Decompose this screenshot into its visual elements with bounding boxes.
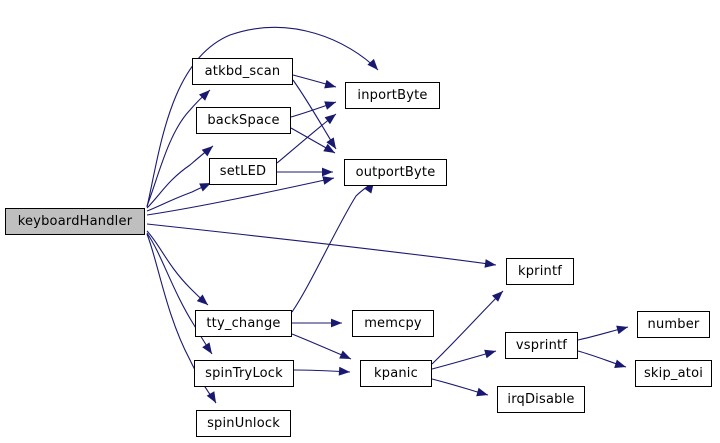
graph-node-label: backSpace xyxy=(207,112,280,128)
edge-vsprintf-to-number xyxy=(577,325,629,341)
arrowhead-icon xyxy=(196,294,208,305)
edge-keyboardHandler-to-backSpace xyxy=(146,145,214,209)
edge-setLED-to-outportByte xyxy=(277,167,333,177)
arrowhead-icon xyxy=(199,90,210,101)
graph-node-spinUnlock[interactable]: spinUnlock xyxy=(196,410,291,437)
edge-atkbd_scan-to-outportByte xyxy=(292,79,337,150)
graph-node-inportByte[interactable]: inportByte xyxy=(345,82,440,109)
graph-node-backSpace[interactable]: backSpace xyxy=(196,107,291,134)
edge-keyboardHandler-to-spinTryLock xyxy=(146,232,213,355)
arrowhead-icon xyxy=(324,101,336,110)
arrowhead-icon xyxy=(484,259,496,268)
graph-node-label: spinTryLock xyxy=(205,365,283,381)
graph-node-label: number xyxy=(647,316,700,332)
edge-spinTryLock-to-kpanic xyxy=(293,366,351,376)
edge-keyboardHandler-to-kprintf xyxy=(146,223,497,268)
graph-node-vsprintf[interactable]: vsprintf xyxy=(505,332,578,359)
edge-keyboardHandler-to-outportByte xyxy=(146,176,335,216)
graph-node-memcpy[interactable]: memcpy xyxy=(352,310,434,337)
graph-node-outportByte[interactable]: outportByte xyxy=(344,159,447,186)
graph-node-spinTryLock[interactable]: spinTryLock xyxy=(194,360,294,387)
graph-node-number[interactable]: number xyxy=(637,311,710,338)
edge-keyboardHandler-to-atkbd_scan xyxy=(146,89,211,207)
graph-node-label: kpanic xyxy=(374,365,418,381)
arrowhead-icon xyxy=(614,359,626,368)
graph-node-label: irqDisable xyxy=(507,391,575,407)
arrowhead-icon xyxy=(324,114,336,125)
graph-node-kprintf[interactable]: kprintf xyxy=(506,258,574,285)
arrowhead-icon xyxy=(492,291,503,302)
graph-node-label: atkbd_scan xyxy=(204,63,281,79)
arrowhead-icon xyxy=(323,143,335,153)
arrowhead-icon xyxy=(324,79,336,89)
edge-tty_change-to-kpanic xyxy=(291,333,352,360)
arrowhead-icon xyxy=(367,58,378,70)
edge-kpanic-to-kprintf xyxy=(431,290,504,365)
edge-vsprintf-to-skip_atoi xyxy=(577,350,627,368)
arrowhead-icon xyxy=(326,137,336,149)
arrowhead-icon xyxy=(322,176,334,185)
arrowhead-icon xyxy=(484,349,496,359)
edge-backSpace-to-inportByte xyxy=(290,101,337,118)
edge-keyboardHandler-to-tty_change xyxy=(146,230,209,306)
graph-node-label: skip_atoi xyxy=(643,365,704,381)
edge-kpanic-to-vsprintf xyxy=(431,349,497,370)
graph-node-label: memcpy xyxy=(364,315,422,331)
graph-node-atkbd_scan[interactable]: atkbd_scan xyxy=(192,58,293,85)
edge-keyboardHandler-to-setLED xyxy=(146,182,212,212)
graph-node-label: keyboardHandler xyxy=(17,213,133,229)
edge-backSpace-to-outportByte xyxy=(290,127,336,154)
arrowhead-icon xyxy=(476,387,488,397)
arrowhead-icon xyxy=(331,318,342,328)
arrowhead-icon xyxy=(338,366,350,376)
graph-node-setLED[interactable]: setLED xyxy=(209,158,277,185)
arrowhead-icon xyxy=(616,325,628,335)
arrowhead-icon xyxy=(201,146,213,157)
arrowhead-icon xyxy=(202,342,212,354)
edge-tty_change-to-memcpy xyxy=(292,318,342,328)
graph-node-label: inportByte xyxy=(357,87,428,103)
graph-node-skip_atoi[interactable]: skip_atoi xyxy=(635,360,712,387)
graph-node-label: setLED xyxy=(219,163,267,179)
graph-node-irqDisable[interactable]: irqDisable xyxy=(497,386,585,413)
edge-kpanic-to-irqDisable xyxy=(431,378,489,397)
graph-node-tty_change[interactable]: tty_change xyxy=(195,310,292,337)
graph-node-label: spinUnlock xyxy=(207,415,280,431)
graph-node-label: tty_change xyxy=(206,315,281,331)
arrowhead-icon xyxy=(322,167,333,177)
edge-atkbd_scan-to-inportByte xyxy=(292,74,337,89)
graph-node-label: vsprintf xyxy=(515,337,568,353)
edge-setLED-to-inportByte xyxy=(276,113,337,164)
edge-keyboardHandler-to-inportByte xyxy=(146,26,379,208)
arrowhead-icon xyxy=(339,350,351,359)
graph-node-label: outportByte xyxy=(355,164,436,180)
arrowhead-icon xyxy=(199,183,211,192)
graph-node-kpanic[interactable]: kpanic xyxy=(360,360,432,387)
edge-keyboardHandler-to-spinUnlock xyxy=(146,233,217,404)
graph-node-label: kprintf xyxy=(517,263,563,279)
arrowhead-icon xyxy=(206,391,216,403)
graph-node-keyboardHandler[interactable]: keyboardHandler xyxy=(5,208,145,235)
